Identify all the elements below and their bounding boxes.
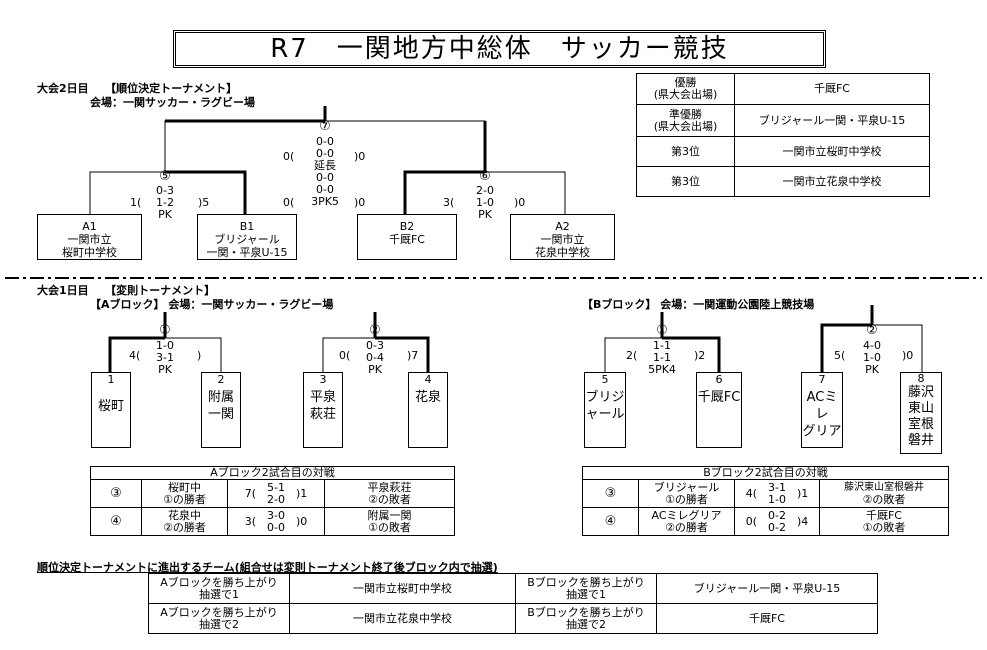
results-place: 第3位: [636, 166, 735, 197]
table-title: Bブロック2試合目の対戦: [582, 466, 949, 480]
results-place: 準優勝 (県大会出場): [636, 104, 735, 137]
page-title: R7 一関地方中総体 サッカー競技: [173, 30, 826, 68]
match6-right-score: )0: [514, 196, 526, 209]
match5-right-score: )5: [198, 196, 210, 209]
table-row: Aブロックを勝ち上がり 抽選で2 一関市立花泉中学校 Bブロックを勝ち上がり 抽…: [148, 603, 878, 634]
block-a-match1-right-score: ): [197, 349, 202, 362]
day2-venue: 会場：一関サッカー・ラグビー場: [90, 96, 255, 109]
block-a-match1-left-score: 4(: [129, 349, 141, 362]
results-team: 一関市立花泉中学校: [734, 166, 930, 197]
match5-number: ⑤: [159, 169, 171, 184]
match7-left-score-2: 0(: [283, 196, 295, 209]
team-box-8: 8 藤沢 東山 室根 磐井: [900, 372, 942, 454]
results-place: 優勝 (県大会出場): [636, 73, 735, 105]
block-a-match2-left-score: 0(: [339, 349, 351, 362]
team-box-2: 2 附属 一関: [201, 372, 241, 448]
team-box-3: 3 平泉 萩荘: [303, 372, 343, 448]
team-box-7: 7 ACミレ グリア: [801, 372, 843, 448]
results-row: 優勝 (県大会出場) 千厩FC: [636, 73, 930, 105]
results-team: 千厩FC: [734, 73, 930, 105]
block-a-heading: 【Aブロック】 会場：一関サッカー・ラグビー場: [90, 298, 334, 311]
block-b-match2-left-score: 5(: [834, 349, 846, 362]
advance-table: Aブロックを勝ち上がり 抽選で1 一関市立桜町中学校 Bブロックを勝ち上がり 抽…: [148, 573, 878, 634]
day2-heading: 大会2日目 【順位決定トーナメント】: [37, 82, 238, 95]
block-a-match2-right-score: )7: [407, 349, 419, 362]
block-b-heading: 【Bブロック】 会場：一関運動公園陸上競技場: [582, 298, 815, 311]
results-team: 一関市立桜町中学校: [734, 136, 930, 167]
match7-right-score-2: )0: [354, 196, 366, 209]
team-box-1: 1 桜町: [91, 372, 131, 448]
results-row: 第3位 一関市立花泉中学校: [636, 166, 930, 197]
table-row: Aブロックを勝ち上がり 抽選で1 一関市立桜町中学校 Bブロックを勝ち上がり 抽…: [148, 573, 878, 604]
block-b-match2-right-score: )0: [902, 349, 914, 362]
block-b-match1-right-score: )2: [694, 349, 706, 362]
block-a-match2-number: ②: [369, 323, 381, 338]
results-table: 優勝 (県大会出場) 千厩FC 準優勝 (県大会出場) ブリジャール一関・平泉U…: [636, 73, 930, 197]
match7-left-score: 0(: [283, 150, 295, 163]
team-box-4: 4 花泉: [408, 372, 448, 448]
block-a-match1-number: ①: [159, 323, 171, 338]
day1-heading: 大会1日目 【変則トーナメント】: [37, 284, 216, 297]
match5-left-score: 1(: [130, 196, 142, 209]
match7-number: ⑦: [319, 119, 331, 134]
team-box-5: 5 ブリジ ャール: [584, 372, 626, 448]
block-b-match1-number: ①: [656, 323, 668, 338]
results-row: 準優勝 (県大会出場) ブリジャール一関・平泉U-15: [636, 104, 930, 137]
results-place: 第3位: [636, 136, 735, 167]
table-title: Aブロック2試合目の対戦: [90, 466, 455, 480]
results-row: 第3位 一関市立桜町中学校: [636, 136, 930, 167]
match7-right-score: )0: [354, 150, 366, 163]
team-box-6: 6 千厩FC: [696, 372, 742, 448]
match6-number: ⑥: [479, 169, 491, 184]
results-team: ブリジャール一関・平泉U-15: [734, 104, 930, 137]
block-b-match2-number: ②: [866, 323, 878, 338]
block-b-match1-left-score: 2(: [626, 349, 638, 362]
match6-left-score: 3(: [443, 196, 455, 209]
advance-heading: 順位決定トーナメントに進出するチーム(組合せは変則トーナメント終了後ブロック内で…: [37, 561, 498, 574]
